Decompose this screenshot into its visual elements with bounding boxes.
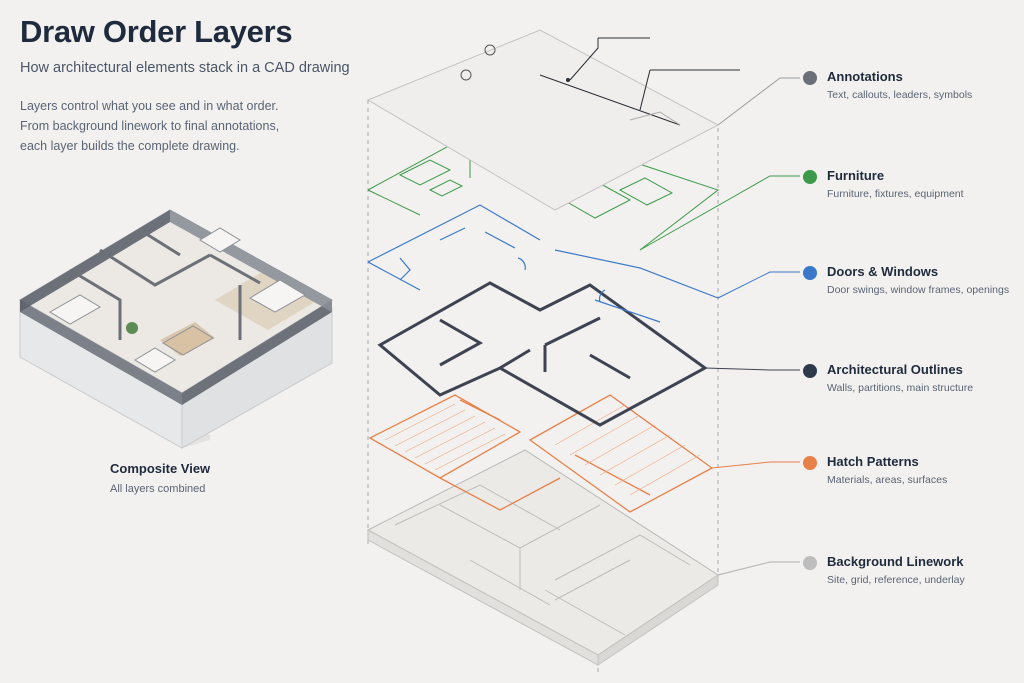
architectural-outlines-plane (377, 281, 708, 427)
legend-description: Door swings, window frames, openings (827, 284, 1010, 296)
legend-dot (803, 170, 817, 184)
intro-line: Layers control what you see and in what … (20, 99, 279, 113)
legend-label: Furniture (827, 168, 885, 183)
legend-dot (803, 456, 817, 470)
legend-label: Architectural Outlines (827, 362, 963, 377)
legend-description: Site, grid, reference, underlay (827, 574, 965, 586)
doors-windows-plane (367, 204, 719, 323)
intro-description: Layers control what you see and in what … (20, 96, 320, 156)
legend-label: Doors & Windows (827, 264, 939, 279)
legend-description: Text, callouts, leaders, symbols (827, 89, 973, 101)
intro-line: From background linework to final annota… (20, 119, 280, 133)
legend-description: Furniture, fixtures, equipment (827, 188, 964, 200)
page-title: Draw Order Layers (20, 14, 293, 49)
page-subtitle: How architectural elements stack in a CA… (20, 60, 350, 76)
background-linework-plane (366, 449, 719, 666)
intro-line: each layer builds the complete drawing. (20, 139, 240, 153)
composite-model (19, 209, 333, 449)
composite-view-title: Composite View (110, 461, 211, 476)
legend-description: Walls, partitions, main structure (827, 382, 974, 394)
legend-dot (803, 556, 817, 570)
legend-dot (803, 71, 817, 85)
legend-description: Materials, areas, surfaces (827, 474, 948, 486)
legend-label: Annotations (827, 69, 903, 84)
legend-dot (803, 266, 817, 280)
legend-dot (803, 364, 817, 378)
legend-label: Background Linework (827, 554, 964, 569)
composite-view-subtitle: All layers combined (110, 483, 206, 495)
annotations-plane (366, 29, 740, 211)
legend-label: Hatch Patterns (827, 454, 919, 469)
